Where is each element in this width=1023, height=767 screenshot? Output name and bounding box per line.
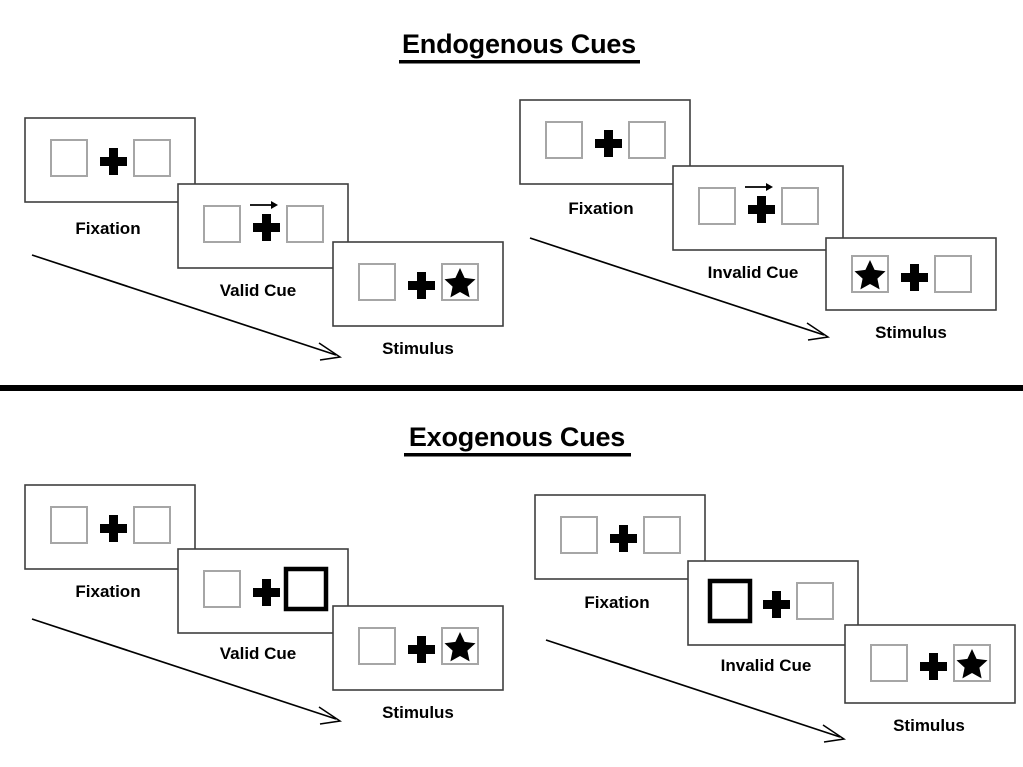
panel-label: Fixation [75, 219, 140, 238]
left-box-cue-highlight [707, 578, 753, 624]
section-exogenous: Exogenous Cues Fixation [24, 422, 1016, 743]
star-icon [956, 649, 988, 679]
panel-label: Stimulus [382, 703, 454, 722]
fixation-plus-icon [901, 264, 928, 291]
left-box [560, 516, 598, 554]
star-icon [854, 260, 886, 290]
panel-endogenous-valid-cue[interactable]: Valid Cue [177, 183, 349, 300]
fixation-plus-icon [748, 196, 775, 223]
right-box [796, 582, 834, 620]
fixation-plus-icon [408, 636, 435, 663]
fixation-plus-icon [100, 148, 127, 175]
sequence-endogenous-invalid: Fixation Invalid Cue [519, 99, 997, 342]
panel-exogenous-valid-cue[interactable]: Valid Cue [177, 548, 349, 663]
right-box-cue-highlight [283, 566, 329, 612]
star-icon [444, 268, 476, 298]
fixation-plus-icon [408, 272, 435, 299]
panel-label: Valid Cue [220, 281, 297, 300]
flow-arrow-endogenous-valid [31, 254, 343, 361]
panel-label: Stimulus [893, 716, 965, 735]
section-title-underline-endogenous [399, 60, 640, 64]
right-box [628, 121, 666, 159]
fixation-plus-icon [253, 214, 280, 241]
right-box [781, 187, 819, 225]
left-box [50, 506, 88, 544]
left-box [358, 627, 396, 665]
panel-exogenous-invalid-stimulus[interactable]: Stimulus [844, 624, 1016, 735]
panel-endogenous-valid-fixation[interactable]: Fixation [24, 117, 196, 238]
panel-label: Stimulus [382, 339, 454, 358]
section-endogenous: Endogenous Cues Fixation [24, 29, 997, 361]
right-box [286, 205, 324, 243]
section-title-exogenous: Exogenous Cues [409, 422, 625, 452]
fixation-plus-icon [610, 525, 637, 552]
left-box [358, 263, 396, 301]
sequence-exogenous-invalid: Fixation Invalid Cue Stim [534, 494, 1016, 743]
panel-endogenous-invalid-cue[interactable]: Invalid Cue [672, 165, 844, 282]
sequence-endogenous-valid: Fixation Valid Cue [24, 117, 504, 361]
flow-arrow-exogenous-valid [31, 618, 343, 725]
right-box [133, 506, 171, 544]
star-icon [444, 632, 476, 662]
fixation-plus-icon [920, 653, 947, 680]
left-box [50, 139, 88, 177]
panel-exogenous-invalid-cue[interactable]: Invalid Cue [687, 560, 859, 675]
section-title-underline-exogenous [404, 453, 631, 457]
fixation-plus-icon [595, 130, 622, 157]
cue-arrow-right-icon [745, 183, 773, 191]
panel-exogenous-valid-fixation[interactable]: Fixation [24, 484, 196, 601]
panel-label: Fixation [75, 582, 140, 601]
panel-label: Valid Cue [220, 644, 297, 663]
panel-label: Invalid Cue [708, 263, 799, 282]
panel-label: Fixation [568, 199, 633, 218]
right-box [643, 516, 681, 554]
sequence-exogenous-valid: Fixation Valid Cue Stimul [24, 484, 504, 725]
cue-arrow-right-icon [250, 201, 278, 209]
panel-endogenous-invalid-fixation[interactable]: Fixation [519, 99, 691, 218]
right-box [133, 139, 171, 177]
fixation-plus-icon [100, 515, 127, 542]
panel-exogenous-invalid-fixation[interactable]: Fixation [534, 494, 706, 612]
section-divider [0, 385, 1023, 391]
panel-exogenous-valid-stimulus[interactable]: Stimulus [332, 605, 504, 722]
fixation-plus-icon [763, 591, 790, 618]
fixation-plus-icon [253, 579, 280, 606]
right-box [934, 255, 972, 293]
panel-label: Fixation [584, 593, 649, 612]
flow-arrow-endogenous-invalid [529, 237, 831, 341]
panel-label: Stimulus [875, 323, 947, 342]
panel-label: Invalid Cue [721, 656, 812, 675]
left-box [870, 644, 908, 682]
panel-endogenous-valid-stimulus[interactable]: Stimulus [332, 241, 504, 358]
flow-arrow-exogenous-invalid [545, 639, 847, 743]
left-box [545, 121, 583, 159]
panel-endogenous-invalid-stimulus[interactable]: Stimulus [825, 237, 997, 342]
left-box [203, 205, 241, 243]
left-box [203, 570, 241, 608]
section-title-endogenous: Endogenous Cues [402, 29, 636, 59]
left-box [698, 187, 736, 225]
